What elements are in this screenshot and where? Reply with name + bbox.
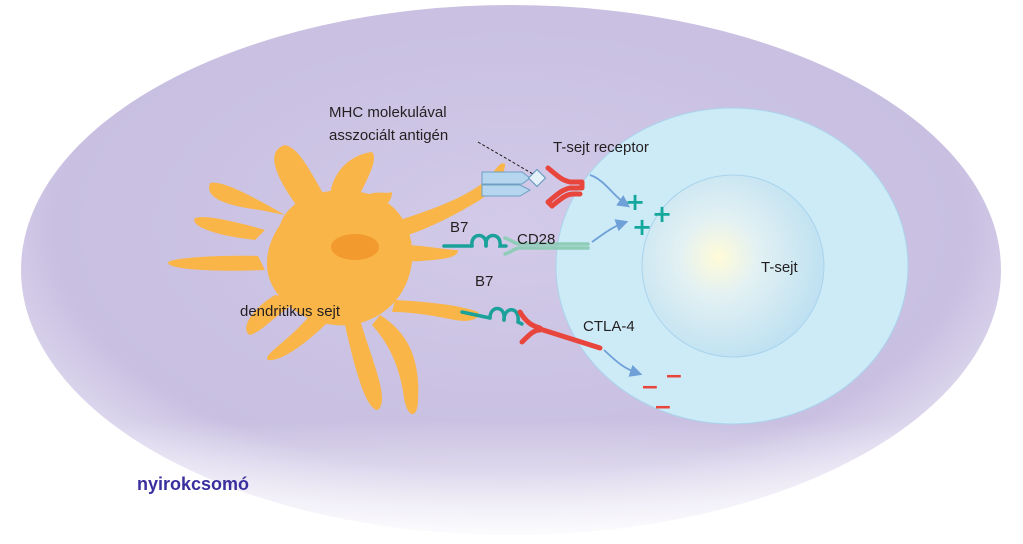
lymph-node-label: nyirokcsomó (137, 474, 249, 494)
cd28-receptor (503, 236, 590, 256)
b7-top-label: B7 (450, 219, 468, 236)
cd28-label: CD28 (517, 231, 555, 248)
plus-sign-3: + (632, 213, 652, 241)
ctla4-label: CTLA-4 (583, 318, 635, 335)
t-cell-nucleus (641, 174, 825, 358)
b7-bottom-label: B7 (475, 273, 493, 290)
dendritic-cell (168, 145, 505, 414)
plus-sign-2: + (652, 200, 672, 228)
mhc-label-line2: asszociált antigén (329, 127, 448, 144)
antigen-icon (527, 168, 547, 188)
minus-sign-2: − (641, 375, 659, 400)
plus-sign-1: + (625, 188, 645, 216)
b7-bottom-molecule (460, 306, 524, 326)
tcr-label: T-sejt receptor (553, 139, 649, 156)
t-cell-label: T-sejt (761, 259, 799, 276)
signal-arrow-tcr (589, 174, 631, 208)
minus-sign-1: − (665, 364, 683, 389)
signal-arrow-cd28 (591, 219, 629, 243)
signal-arrow-ctla4 (603, 349, 643, 377)
mhc-molecule (481, 171, 532, 197)
b7-top-molecule (442, 233, 508, 248)
mhc-label-line1: MHC molekulával (329, 104, 447, 121)
minus-sign-3: − (654, 395, 672, 420)
dendritic-cell-label: dendritikus sejt (240, 303, 341, 320)
antigen-leader-line (477, 141, 534, 175)
dendritic-nucleus (331, 234, 379, 260)
lymph-node-fade (0, 420, 1023, 544)
ctla4-receptor (517, 309, 603, 351)
tcr-receptor (545, 165, 585, 209)
